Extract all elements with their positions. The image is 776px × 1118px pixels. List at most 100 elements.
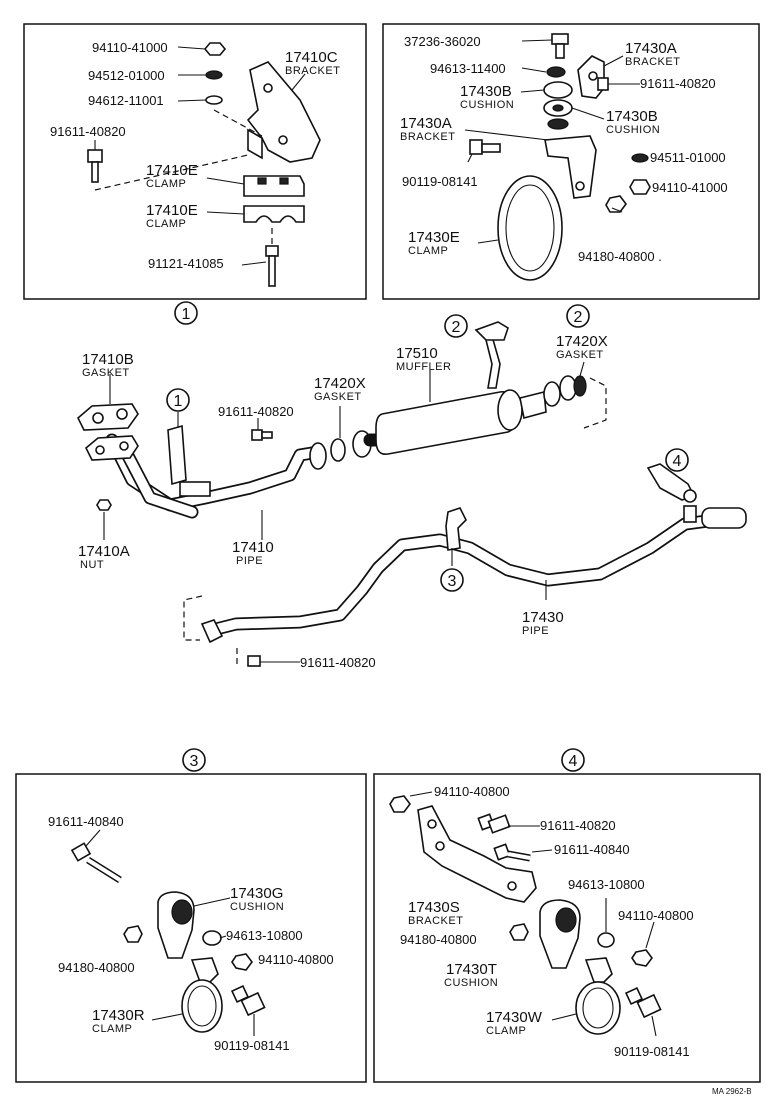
tailpipe-tip-icon bbox=[701, 507, 747, 529]
washer-icon bbox=[547, 118, 569, 130]
cushion-upper-icon bbox=[543, 81, 573, 99]
part-code: 17430S bbox=[408, 899, 460, 916]
detail-marker-1: 1 bbox=[174, 301, 198, 325]
part-code: 17430A bbox=[400, 115, 452, 132]
bolt-icon bbox=[251, 429, 263, 441]
nut-icon bbox=[123, 925, 143, 943]
part-name: CUSHION bbox=[444, 977, 498, 989]
part-number: 91611-40820 bbox=[540, 818, 616, 833]
gasket-17420x-right-icon bbox=[543, 381, 561, 407]
part-number: 94612-11001 bbox=[88, 93, 164, 108]
part-number: 94180-40800 bbox=[400, 932, 477, 947]
svg-text:1: 1 bbox=[174, 393, 183, 410]
svg-text:3: 3 bbox=[190, 753, 199, 770]
nut-icon bbox=[389, 795, 411, 813]
bracket-17430s-icon bbox=[417, 805, 537, 903]
detail-3-panel: 91611-40840 17430G CUSHION 94613-10800 9… bbox=[15, 773, 367, 1083]
nut-icon bbox=[231, 953, 253, 971]
part-code: 17430W bbox=[486, 1009, 543, 1026]
part-number: 94110-41000 bbox=[92, 40, 168, 55]
gasket-17410b-icon bbox=[77, 403, 139, 431]
part-name: GASKET bbox=[82, 367, 130, 379]
washer-icon bbox=[205, 70, 223, 80]
nut-icon bbox=[203, 42, 227, 56]
part-name: CUSHION bbox=[230, 901, 284, 913]
part-code: 17410E bbox=[146, 202, 198, 219]
washer-icon bbox=[202, 930, 222, 946]
clamp-17430r-icon bbox=[190, 957, 219, 983]
nut-icon bbox=[629, 179, 651, 195]
part-number: 94613-11400 bbox=[430, 61, 506, 76]
svg-text:3: 3 bbox=[448, 573, 457, 590]
part-name: CUSHION bbox=[606, 124, 660, 136]
detail-marker-1: 1 bbox=[166, 388, 190, 412]
part-number: 94613-10800 bbox=[568, 877, 645, 892]
part-code: 17430B bbox=[606, 108, 658, 125]
part-number: 94613-10800 bbox=[226, 928, 303, 943]
svg-text:1: 1 bbox=[182, 306, 191, 323]
part-number: 91121-41085 bbox=[148, 256, 224, 271]
part-code: 17410C bbox=[285, 49, 338, 66]
part-name: CUSHION bbox=[460, 99, 514, 111]
part-number: 90119-08141 bbox=[614, 1044, 690, 1059]
bolt-icon bbox=[469, 139, 483, 155]
clamp-upper-icon bbox=[243, 175, 305, 197]
washer-icon bbox=[631, 153, 649, 163]
part-number: 91611-40820 bbox=[218, 404, 294, 419]
part-code: 17420X bbox=[314, 375, 366, 392]
nut-icon bbox=[631, 949, 653, 967]
detail-marker-4: 4 bbox=[561, 748, 585, 772]
washer-icon bbox=[205, 95, 223, 105]
part-code: 17430R bbox=[92, 1007, 145, 1024]
part-name: CLAMP bbox=[486, 1025, 526, 1037]
bolt-icon bbox=[87, 149, 103, 163]
washer-icon bbox=[597, 932, 615, 948]
part-number: 90119-08141 bbox=[402, 174, 478, 189]
part-number: 91611-40820 bbox=[640, 76, 716, 91]
part-name: CLAMP bbox=[408, 245, 448, 257]
part-name: CLAMP bbox=[146, 178, 186, 190]
part-number: 90119-08141 bbox=[214, 1038, 290, 1053]
svg-text:2: 2 bbox=[452, 319, 461, 336]
svg-text:2: 2 bbox=[574, 309, 583, 326]
detail-marker-2: 2 bbox=[444, 314, 468, 338]
part-name: CLAMP bbox=[92, 1023, 132, 1035]
part-name: GASKET bbox=[556, 349, 604, 361]
part-number: 94180-40800 . bbox=[578, 249, 662, 264]
detail-marker-2: 2 bbox=[566, 304, 590, 328]
part-number: 94110-40800 bbox=[258, 952, 334, 967]
clamp-17430e-icon bbox=[497, 175, 563, 281]
part-code: 17430E bbox=[408, 229, 460, 246]
part-code: 17410 bbox=[232, 539, 274, 556]
figure-code: MA 2962-B bbox=[712, 1087, 752, 1096]
svg-text:4: 4 bbox=[569, 753, 578, 770]
detail-marker-3: 3 bbox=[440, 568, 464, 592]
part-name: BRACKET bbox=[400, 131, 455, 143]
part-name: PIPE bbox=[522, 625, 549, 637]
detail-4-panel: 94110-40800 91611-40820 91611-40840 9461… bbox=[373, 773, 761, 1083]
part-code: 17410B bbox=[82, 351, 134, 368]
nut-icon bbox=[605, 195, 627, 213]
part-code: 17420X bbox=[556, 333, 608, 350]
nut-icon bbox=[96, 499, 112, 511]
detail-marker-3: 3 bbox=[182, 748, 206, 772]
part-name: NUT bbox=[80, 559, 104, 571]
part-number: 37236-36020 bbox=[404, 34, 481, 49]
gasket-17420x-left-icon bbox=[309, 442, 327, 470]
pin-icon bbox=[551, 33, 569, 45]
part-code: 17510 bbox=[396, 345, 438, 362]
muffler-17510-icon bbox=[375, 390, 518, 456]
detail-2-panel: 37236-36020 17430A BRACKET 94613-11400 9… bbox=[382, 23, 760, 300]
part-name: PIPE bbox=[236, 555, 263, 567]
washer-icon bbox=[546, 66, 566, 78]
part-number: 91611-40840 bbox=[554, 842, 630, 857]
bracket-17430a-lower-icon bbox=[544, 135, 597, 199]
detail-marker-4: 4 bbox=[665, 448, 689, 472]
part-name: BRACKET bbox=[408, 915, 463, 927]
bolt-icon bbox=[624, 986, 644, 1006]
part-code: 17410E bbox=[146, 162, 198, 179]
part-number: 94110-40800 bbox=[434, 784, 510, 799]
flange-icon bbox=[85, 435, 139, 461]
part-code: 17430B bbox=[460, 83, 512, 100]
